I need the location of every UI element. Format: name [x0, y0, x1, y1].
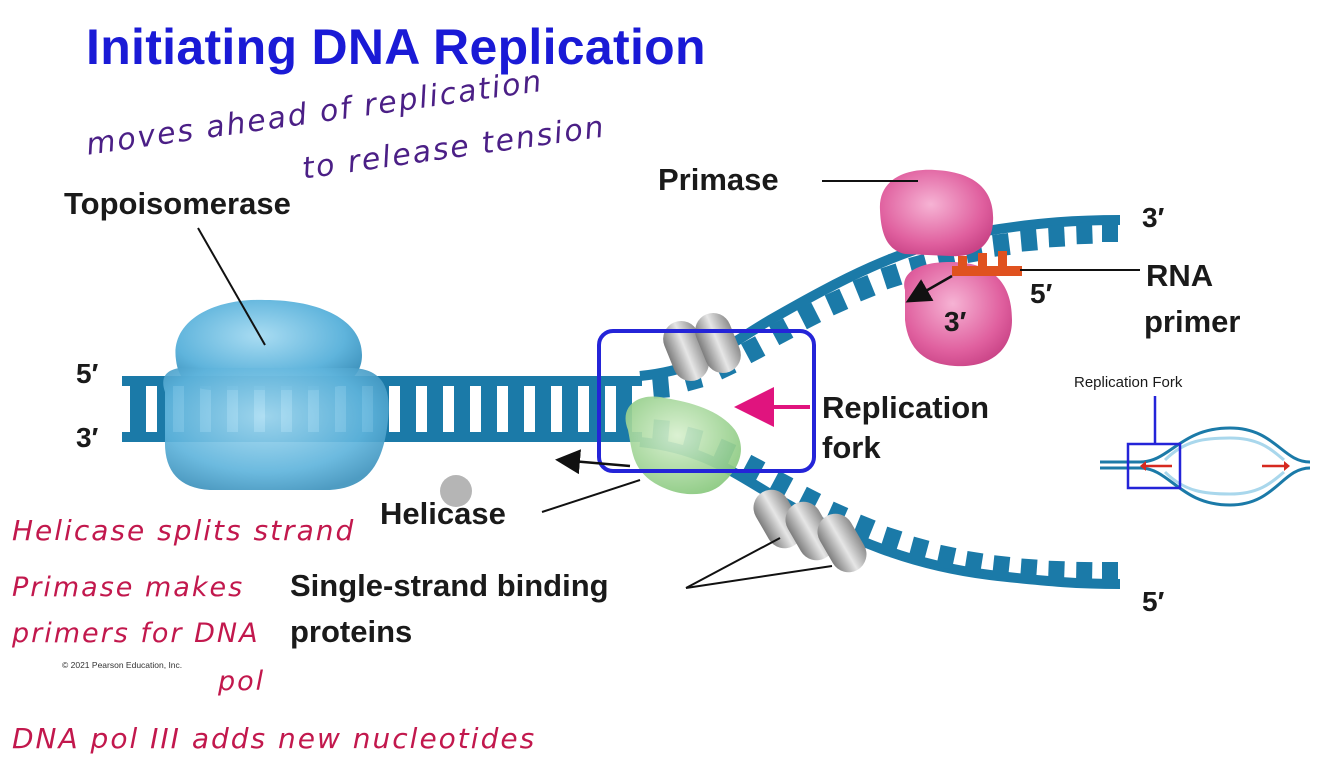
replication-fork-label-line2: fork	[822, 430, 881, 465]
strand-base	[992, 555, 1011, 579]
base-pair-rung	[508, 384, 524, 434]
strand-base	[652, 375, 670, 399]
primer-end-3: 3′	[944, 306, 967, 337]
helicase-note: Helicase splits strand	[12, 514, 356, 547]
base-pair-rung	[481, 384, 497, 434]
topoisomerase-front	[163, 367, 389, 490]
base-pair-rung	[535, 384, 551, 434]
topoisomerase-leader	[197, 227, 266, 346]
strand-base	[1020, 558, 1038, 582]
rna-primer-shape	[905, 251, 1022, 303]
pointer-dot	[440, 475, 472, 507]
rna-primer-label-line1: RNA	[1146, 258, 1214, 293]
helicase-label: Helicase	[380, 496, 506, 531]
strand-base	[908, 536, 930, 563]
strand-base	[992, 233, 1011, 257]
strand-base	[964, 551, 984, 576]
helicase-leader	[541, 479, 641, 513]
strand-base	[740, 454, 766, 482]
strand-base	[1102, 562, 1118, 584]
strand-base	[936, 544, 957, 570]
strand-base	[1048, 224, 1066, 248]
strand-base	[1020, 228, 1038, 252]
strand-base	[852, 514, 876, 541]
helicase-shape	[625, 396, 741, 495]
strand-base	[1076, 221, 1093, 245]
rna-primer-label-line2: primer	[1144, 304, 1241, 339]
dna-pol-note: DNA pol III adds new nucleotides	[12, 722, 537, 755]
inset-title: Replication Fork	[1074, 374, 1183, 391]
topoisomerase-label: Topoisomerase	[64, 186, 291, 221]
inset-replication-fork-diagram	[1100, 396, 1311, 507]
primase-label: Primase	[658, 162, 779, 197]
primer-end-5: 5′	[1030, 278, 1053, 309]
base-pair-rung	[562, 384, 578, 434]
strand-base	[796, 302, 822, 330]
ssb-leader-1	[685, 537, 781, 589]
primase-note-line2: primers for DNA	[12, 618, 260, 649]
strand-end-left-top: 5′	[76, 358, 99, 389]
page-title: Initiating DNA Replication	[86, 19, 706, 75]
strand-base	[824, 288, 849, 316]
replication-fork-highlight-box	[597, 329, 816, 473]
ssb-proteins-upper	[663, 312, 741, 382]
strand-base	[880, 526, 903, 553]
ssb-leader-2	[685, 565, 833, 589]
topoisomerase-shape	[175, 299, 362, 391]
strand-base	[1102, 220, 1118, 242]
strand-base	[740, 336, 766, 364]
ssb-label-line2: proteins	[290, 614, 413, 649]
base-pair-rung	[427, 384, 443, 434]
replication-fork-label-line1: Replication	[822, 390, 990, 425]
helicase-direction-arrow	[555, 449, 631, 475]
base-pair-rung	[400, 384, 416, 434]
ssb-proteins-lower	[753, 489, 867, 573]
copyright-notice: © 2021 Pearson Education, Inc.	[62, 660, 183, 670]
strand-base	[852, 275, 876, 302]
ssb-label-line1: Single-strand binding	[290, 568, 609, 603]
strand-end-right-bottom: 5′	[1142, 586, 1165, 617]
strand-base	[1076, 561, 1093, 585]
base-pair-rung	[130, 384, 146, 434]
primase-note-line3: pol	[218, 666, 266, 697]
strand-base	[880, 263, 903, 290]
base-pair-rung	[454, 384, 470, 434]
strand-base	[1048, 560, 1065, 584]
strand-end-right-top: 3′	[1142, 202, 1165, 233]
primase-note-line1: Primase makes	[12, 572, 245, 603]
strand-end-left-bottom: 3′	[76, 422, 99, 453]
